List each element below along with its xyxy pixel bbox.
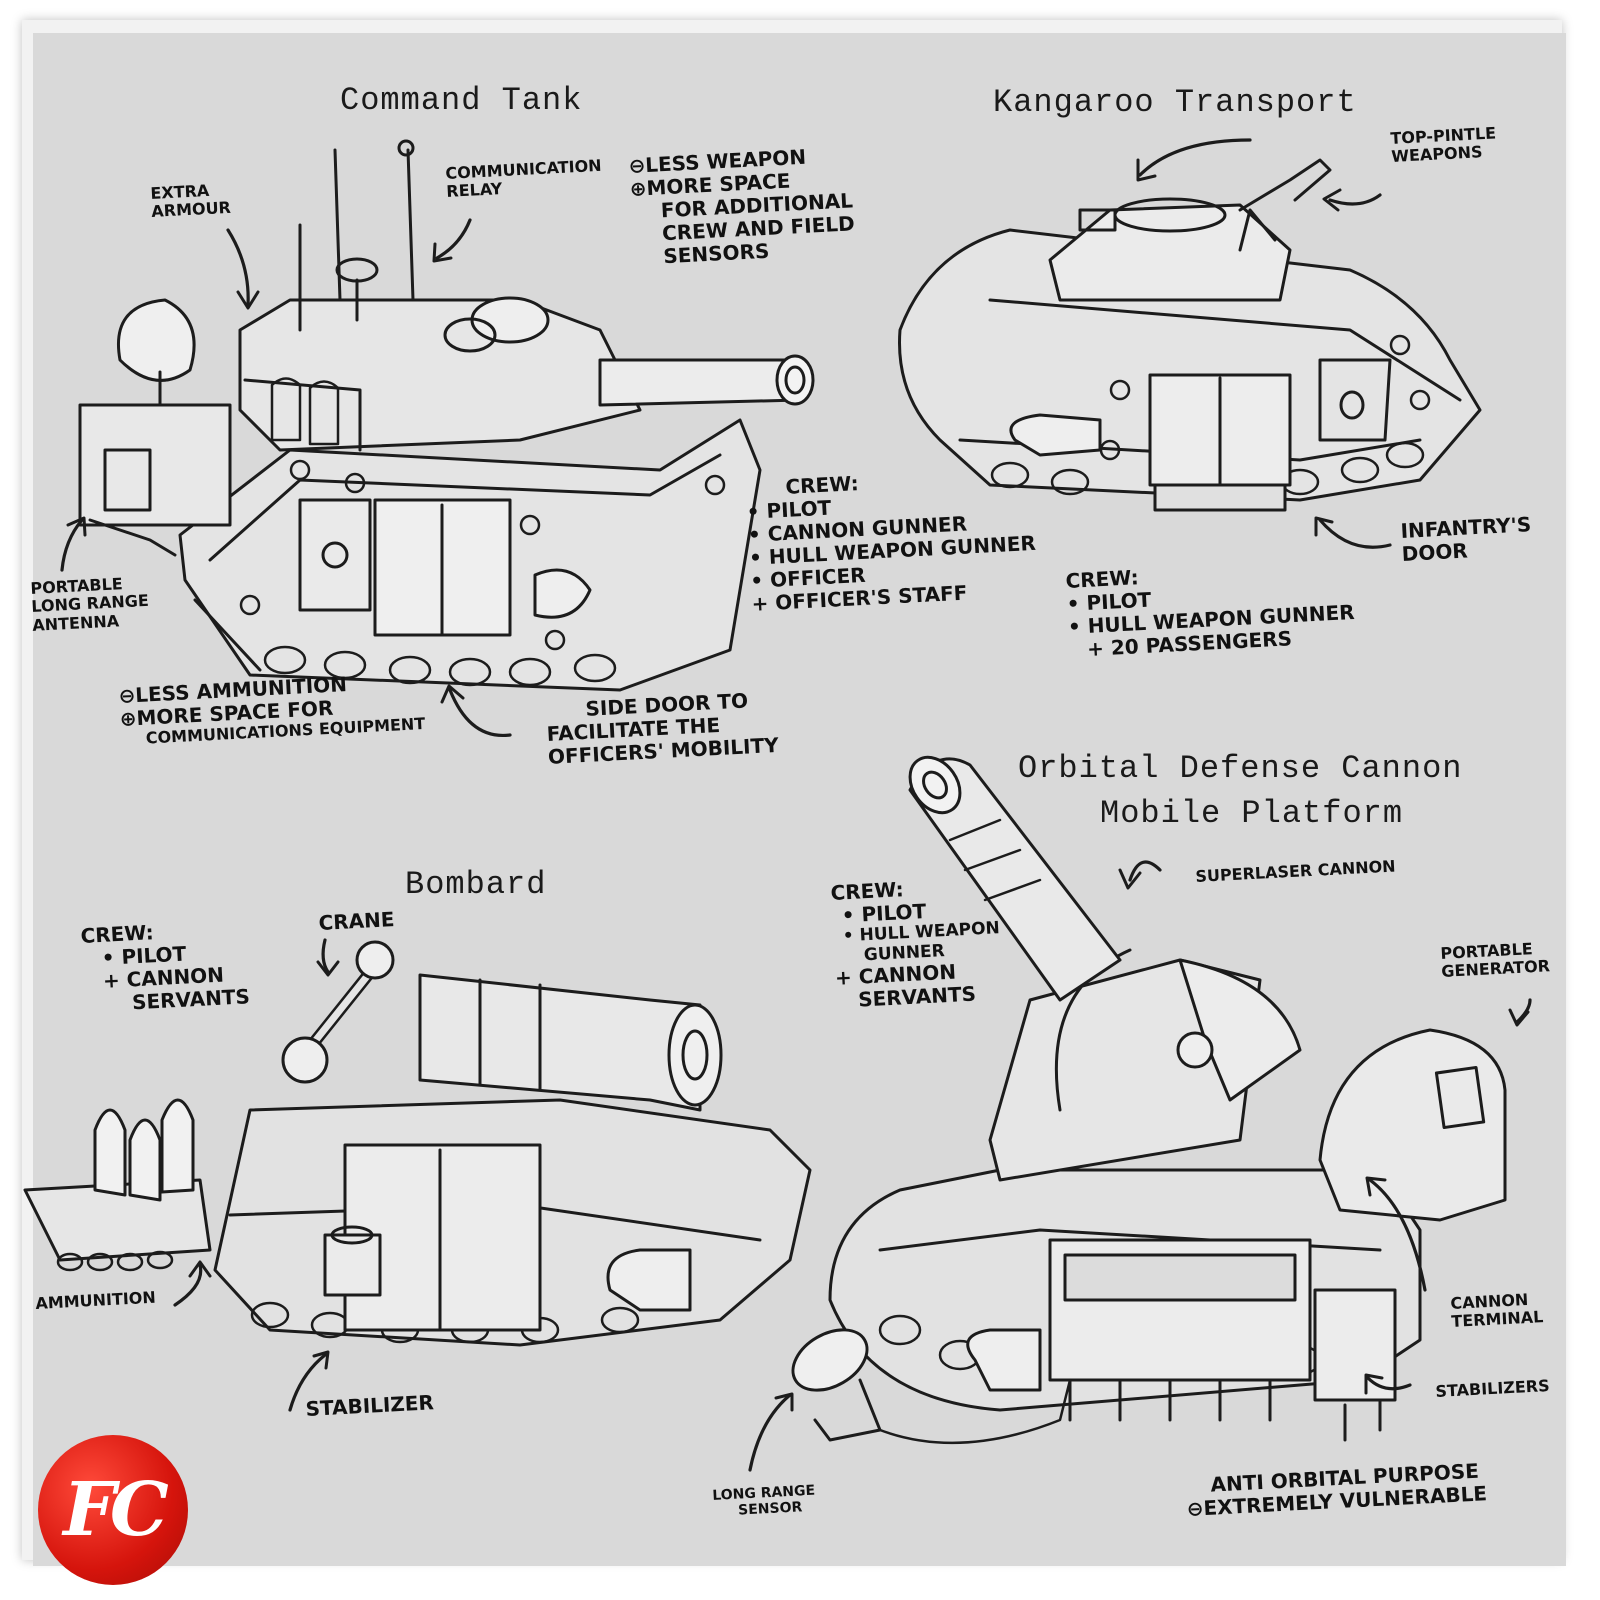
- orbital-crew: Crew: • Pilot • Hull Weapon Gunner + Can…: [830, 873, 1004, 1013]
- command-tank-drawing: [60, 139, 815, 738]
- side-door-note: Side Door to Facilitate the Officers' Mo…: [545, 688, 779, 769]
- bombard-crew: Crew: • Pilot + Cannon Servants: [80, 916, 250, 1017]
- comm-relay-note: Communication Relay: [444, 155, 602, 202]
- bombard-drawing: [23, 938, 812, 1412]
- command-crew: Crew: • Pilot • Cannon Gunner • Hull Wea…: [745, 463, 1039, 616]
- kangaroo-drawing: [898, 138, 1482, 549]
- kangaroo-title: Kangaroo Transport: [993, 84, 1357, 121]
- terminal-note: Cannon Terminal: [1450, 1290, 1544, 1332]
- generator-note: Portable Generator: [1440, 939, 1550, 981]
- antenna-note: Portable Long Range Antenna: [30, 574, 150, 635]
- minus-icon: ⊖: [117, 683, 136, 708]
- logo-text: FC: [63, 1467, 168, 1553]
- kangaroo-crew: Crew: • Pilot • Hull Weapon Gunner + 20 …: [1065, 555, 1356, 662]
- crane-label: Crane: [317, 907, 396, 935]
- extra-armour-note: Extra Armour: [150, 180, 242, 221]
- brand-logo: FC: [38, 1435, 188, 1585]
- infantry-door-note: Infantry's Door: [1400, 512, 1533, 566]
- command-pros-cons: ⊖Less Weapon ⊕More Space for Additional …: [628, 143, 856, 269]
- minus-icon: ⊖: [627, 153, 646, 178]
- minus-icon: ⊖: [1186, 1496, 1205, 1521]
- orbital-drawing: [748, 755, 1532, 1472]
- bombard-title: Bombard: [405, 866, 547, 903]
- extra-armour-text: Extra Armour: [149, 180, 232, 222]
- plus-icon: ⊕: [629, 176, 648, 201]
- orbital-title-line1: Orbital Defense Cannon: [1018, 750, 1463, 787]
- comm-relay-text: Communication Relay: [444, 155, 602, 202]
- plus-icon: ⊕: [119, 706, 138, 731]
- sensor-note: Long Range Sensor: [712, 1483, 816, 1521]
- top-pintle-note: Top-Pintle Weapons: [1390, 123, 1497, 166]
- orbital-title-line2: Mobile Platform: [1100, 795, 1404, 832]
- command-tank-title: Command Tank: [340, 82, 583, 119]
